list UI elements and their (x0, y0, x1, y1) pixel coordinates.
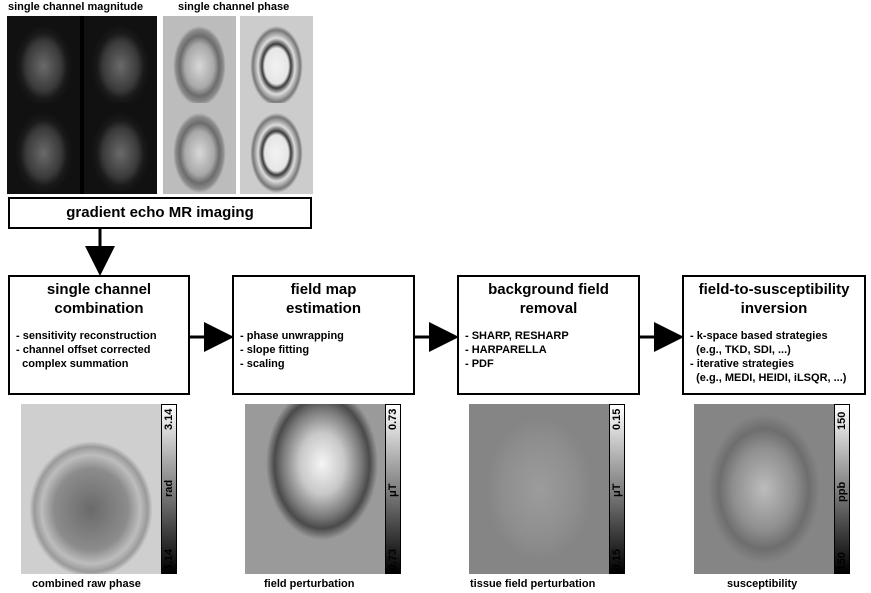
colorbar (834, 404, 850, 574)
colorbar-max: 0.73 (387, 408, 399, 430)
field-perturbation-image (245, 404, 385, 574)
step-item: (e.g., MEDI, HEIDI, iLSQR, ...) (690, 372, 847, 384)
colorbar-min: -3.14 (163, 548, 175, 574)
phase-image (163, 16, 236, 107)
phase-image (240, 103, 313, 194)
step-title: field map estimation (285, 281, 361, 317)
magnitude-grid (7, 16, 157, 194)
phase-image (240, 16, 313, 107)
magnitude-image (84, 103, 157, 194)
gradient-echo-box: gradient echo MR imaging (8, 197, 312, 229)
colorbar-min: -0.73 (387, 548, 399, 574)
output-caption: tissue field perturbation (470, 578, 596, 590)
colorbar-unit: rad (163, 479, 175, 497)
step-box-inversion: field-to-susceptibility inversion - k-sp… (682, 275, 866, 395)
step-item: - sensitivity reconstruction (16, 330, 157, 342)
colorbar-min: -150 (836, 551, 848, 574)
step-item: complex summation (16, 358, 129, 370)
step-item: - PDF (465, 358, 494, 370)
step-item: - scaling (240, 358, 285, 370)
step-box-field-map: field map estimation - phase unwrapping … (232, 275, 415, 395)
phase-image (163, 103, 236, 194)
susceptibility-image (694, 404, 834, 574)
step-title: field-to-susceptibility inversion (698, 281, 850, 317)
magnitude-image (7, 16, 80, 107)
output-caption: field perturbation (264, 578, 355, 590)
magnitude-label: single channel magnitude (8, 1, 144, 13)
step-box-background: background field removal - SHARP, RESHAR… (457, 275, 640, 395)
tissue-field-image (469, 404, 609, 574)
step-title: single channel combination (46, 281, 152, 317)
step-item: (e.g., TKD, SDI, ...) (690, 344, 791, 356)
step-title: background field removal (488, 281, 609, 317)
output-caption: combined raw phase (32, 578, 141, 590)
step-box-combination: single channel combination - sensitivity… (8, 275, 190, 395)
step-item: - k-space based strategies (690, 330, 828, 342)
step-item: - SHARP, RESHARP (465, 330, 569, 342)
colorbar (609, 404, 625, 574)
colorbar-min: -0.15 (611, 548, 623, 574)
colorbar (161, 404, 177, 574)
magnitude-image (7, 103, 80, 194)
colorbar-max: 0.15 (611, 408, 623, 430)
step-item: - HARPARELLA (465, 344, 547, 356)
phase-grid (163, 16, 313, 194)
colorbar-max: 3.14 (163, 408, 175, 430)
colorbar-max: 150 (836, 411, 848, 430)
colorbar (385, 404, 401, 574)
output-caption: susceptibility (727, 578, 798, 590)
step-item: - slope fitting (240, 344, 310, 356)
colorbar-unit: ppb (836, 481, 848, 502)
colorbar-unit: μT (387, 483, 399, 497)
phase-label: single channel phase (178, 1, 290, 13)
step-item: - phase unwrapping (240, 330, 344, 342)
colorbar-unit: μT (611, 483, 623, 497)
magnitude-image (84, 16, 157, 107)
step-item: - iterative strategies (690, 358, 794, 370)
combined-phase-image (21, 404, 161, 574)
step-item: - channel offset corrected (16, 344, 151, 356)
